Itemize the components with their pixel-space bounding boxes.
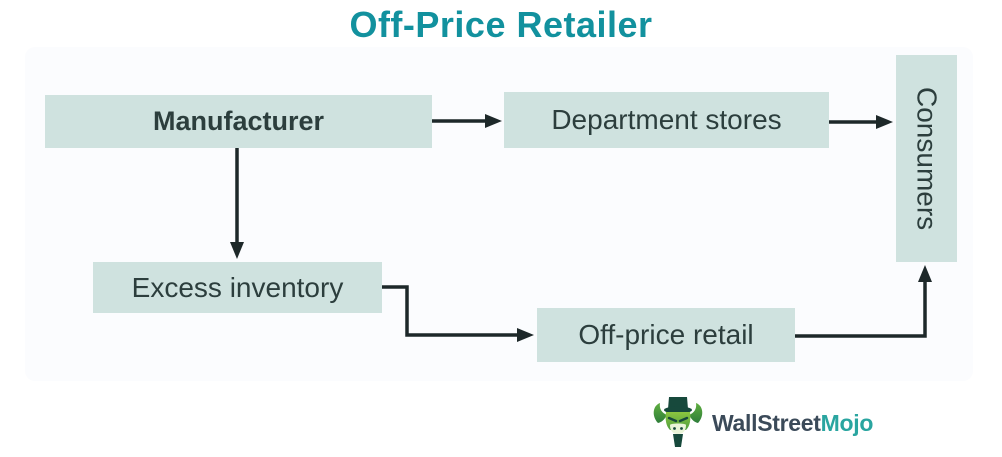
node-excess-inventory-label: Excess inventory (131, 271, 344, 303)
node-excess-inventory: Excess inventory (93, 262, 382, 313)
node-department-stores-label: Department stores (551, 104, 782, 135)
node-off-price-retail-label: Off-price retail (578, 319, 754, 350)
bull-mascot-icon (650, 393, 706, 454)
node-department-stores: Department stores (504, 92, 829, 148)
node-manufacturer: Manufacturer (45, 95, 432, 148)
node-consumers: Consumers (896, 55, 957, 262)
logo-text-mojo: Mojo (820, 410, 874, 436)
node-off-price-retail: Off-price retail (537, 308, 795, 362)
node-manufacturer-label: Manufacturer (152, 106, 325, 136)
wallstreetmojo-logo: WallStreetMojo (650, 393, 873, 454)
logo-wordmark: WallStreetMojo (712, 410, 873, 437)
logo-text-wallstreet: WallStreet (712, 410, 821, 436)
page-title: Off-Price Retailer (349, 4, 653, 45)
node-consumers-label: Consumers (911, 86, 943, 231)
